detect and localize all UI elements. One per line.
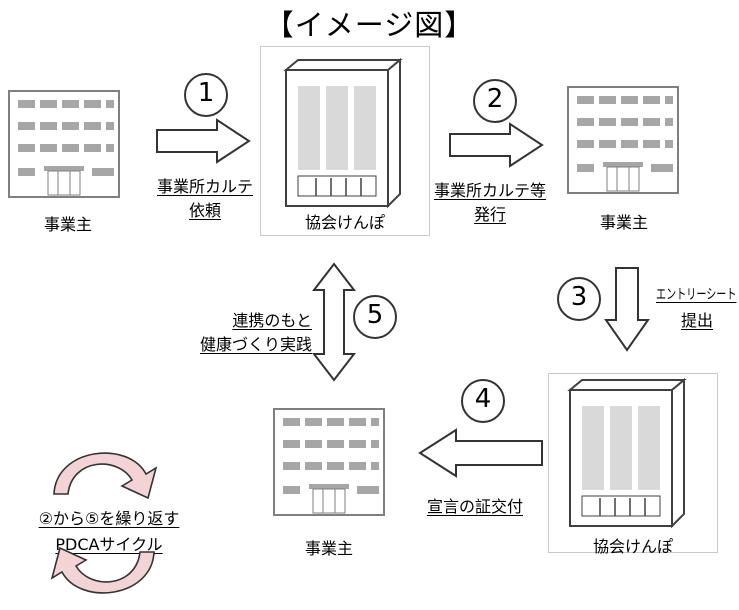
- kyokai-label: 協会けんぽ: [592, 537, 673, 556]
- right-arrow-icon: [449, 122, 544, 168]
- cycle-arrow-top-icon: [53, 452, 158, 500]
- cycle-label-line2: PDCAサイクル: [55, 535, 163, 554]
- collab-label-line2: 健康づくり実践: [199, 335, 312, 354]
- step-4-number: 4: [474, 384, 492, 414]
- issue-label-line1: 事業所カルテ等: [433, 181, 546, 200]
- employer-label: 事業主: [599, 213, 648, 232]
- certificate-label: 宣言の証交付: [426, 497, 523, 516]
- cycle-arrow-bottom-icon: [50, 546, 155, 594]
- diagram-title: 【イメージ図】: [264, 8, 475, 42]
- step-1-circle: [184, 73, 228, 117]
- down-arrow-icon: [604, 267, 650, 352]
- step-4-circle: [461, 379, 505, 423]
- entry-label-line1: エントリーシート: [656, 287, 737, 303]
- office-building-icon: [8, 90, 120, 198]
- step-3-number: 3: [570, 282, 588, 312]
- tall-building-icon: [567, 377, 687, 529]
- left-arrow-icon: [418, 428, 543, 478]
- collab-label-line1: 連携のもと: [232, 311, 312, 330]
- double-arrow-icon: [311, 262, 357, 382]
- step-5-circle: [353, 295, 397, 339]
- step-5-number: 5: [366, 300, 384, 330]
- kyokai-label: 協会けんぽ: [304, 213, 385, 232]
- office-building-icon: [273, 408, 385, 516]
- step-3-circle: [557, 277, 601, 321]
- employer-label: 事業主: [304, 539, 353, 558]
- step-2-circle: [473, 79, 517, 123]
- step-2-number: 2: [486, 84, 504, 114]
- issue-label-line2: 発行: [473, 205, 506, 224]
- cycle-label-line1: ②から⑤を繰り返す: [38, 509, 180, 528]
- request-label-line1: 事業所カルテ: [156, 177, 253, 196]
- entry-label-line2: 提出: [680, 311, 713, 330]
- request-label-line2: 依頼: [188, 201, 221, 220]
- step-1-number: 1: [197, 78, 215, 108]
- tall-building-icon: [283, 57, 403, 209]
- right-arrow-icon: [156, 118, 251, 164]
- employer-label: 事業主: [43, 215, 92, 234]
- office-building-icon: [567, 86, 679, 194]
